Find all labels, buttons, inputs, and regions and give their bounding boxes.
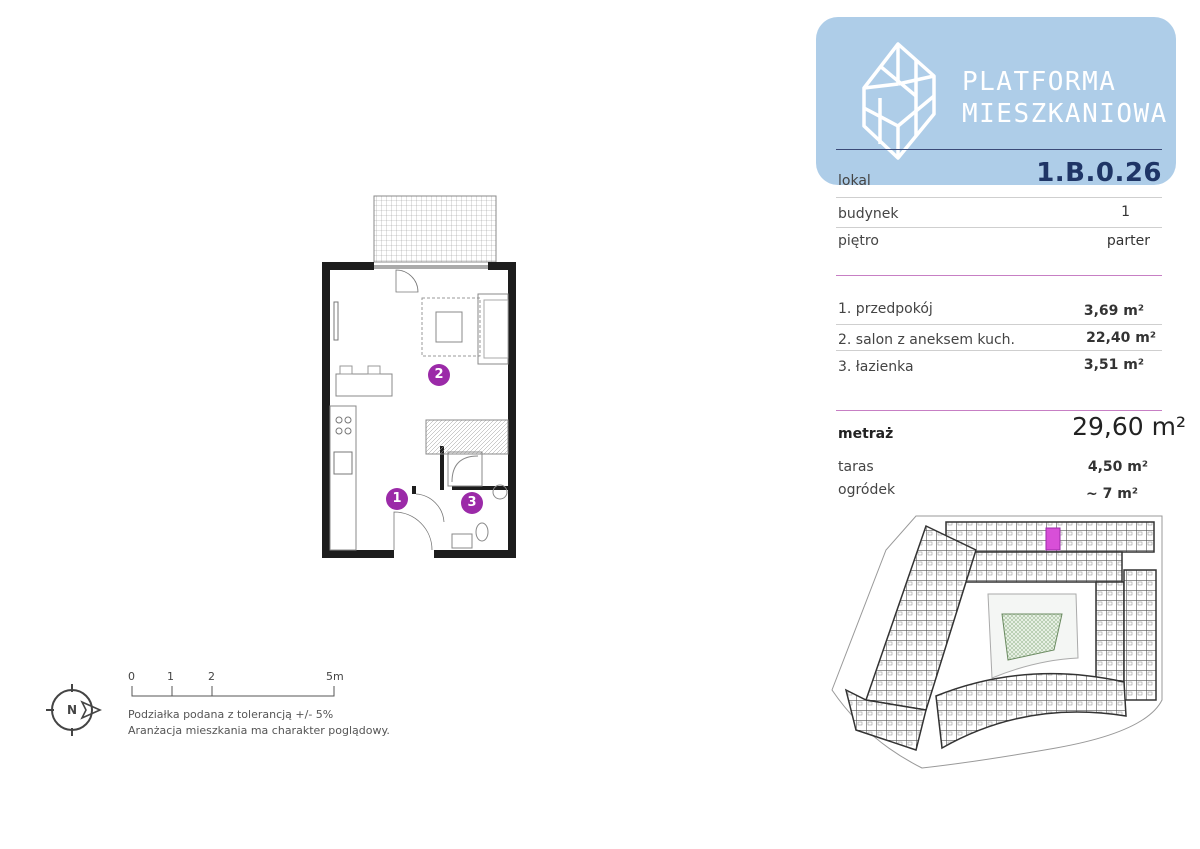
scale-tick-0: 0 (128, 670, 135, 683)
floor-value: parter (1106, 233, 1150, 249)
room-2-area: 22,40 m² (1086, 330, 1156, 346)
room-marker-2: 2 (428, 364, 450, 390)
compass-icon: N (46, 684, 102, 736)
area-label: metraż (838, 426, 894, 442)
building-site-plan (831, 515, 1163, 769)
divider (836, 197, 1162, 198)
room-3-area: 3,51 m² (1083, 357, 1144, 373)
room-2-label: 2. salon z aneksem kuch. (838, 332, 1015, 348)
logo-wordmark: PLATFORMA MIESZKANIOWA (962, 66, 1168, 130)
logo-line-2: MIESZKANIOWA (962, 99, 1168, 129)
divider (836, 149, 1162, 150)
room-1-area: 3,69 m² (1083, 303, 1144, 319)
divider (836, 324, 1162, 325)
divider (836, 410, 1162, 411)
logo-line-1: PLATFORMA (962, 67, 1117, 97)
terrace (373, 195, 497, 263)
room-marker-2-label: 2 (434, 367, 444, 382)
divider (836, 227, 1162, 228)
terrace-label: taras (838, 459, 874, 475)
garden-value: ~ 7 m² (1086, 486, 1138, 502)
room-marker-3: 3 (461, 492, 483, 518)
scale-tick-1: 1 (167, 670, 174, 683)
room-3-label: 3. łazienka (838, 359, 914, 375)
room-1-label: 1. przedpokój (838, 301, 933, 317)
divider (836, 350, 1162, 351)
room-marker-3-label: 3 (467, 495, 477, 510)
svg-text:N: N (67, 703, 77, 717)
scale-bar: 0 1 2 5m (122, 670, 352, 702)
logo-icon (862, 42, 936, 160)
scale-tick-2: 2 (208, 670, 215, 683)
building-label: budynek (838, 206, 899, 222)
arrangement-note: Aranżacja mieszkania ma charakter pogląd… (128, 724, 390, 737)
unit-label: lokal (838, 173, 871, 189)
room-marker-1-label: 1 (392, 491, 402, 506)
room-marker-1: 1 (386, 488, 408, 514)
floor-label: piętro (838, 233, 879, 249)
terrace-value: 4,50 m² (1087, 459, 1148, 475)
garden-label: ogródek (838, 482, 896, 498)
divider (836, 275, 1162, 276)
highlighted-unit (1045, 527, 1061, 551)
unit-code: 1.B.0.26 (1036, 158, 1162, 188)
apartment-floor-plan (322, 195, 516, 558)
tolerance-note: Podziałka podana z tolerancją +/- 5% (128, 708, 334, 721)
scale-tick-5m: 5m (326, 670, 344, 683)
building-value: 1 (1121, 204, 1130, 220)
logo-panel (816, 17, 1176, 185)
area-value: 29,60 m² (1072, 412, 1186, 441)
